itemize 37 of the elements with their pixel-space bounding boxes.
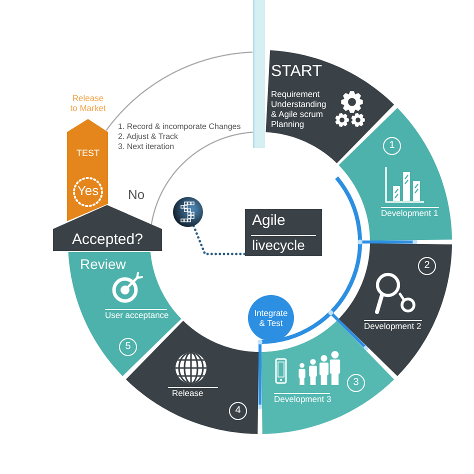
arrow-heading: Release to Market [69,93,107,113]
edge-label: No [128,188,145,202]
step-number: 3 [347,374,365,392]
segment-label: Release [172,389,204,399]
step-number: 5 [119,338,137,356]
step-number: 2 [418,257,436,275]
step-number: 4 [229,402,247,420]
segment-label: Development 1 [381,209,438,219]
ring-segment [338,243,452,377]
arrow-label: TEST [75,148,100,158]
list-item: 3. Next iteration [118,142,174,152]
pixel-sphere [173,197,203,227]
step-number: 1 [383,137,401,155]
ring-segment [125,320,259,434]
list-item: 1. Record & incomporate Changes [118,122,241,132]
answer-text: Yes [76,184,100,199]
segment-label: Development 3 [274,395,332,405]
subtitle-text: livecycle [252,237,305,254]
segment-text: Requirement Understanding & Agile scrum Planning [271,89,328,129]
list-item: 2. Adjust & Track [118,132,178,142]
segment-label: Development 2 [364,322,422,332]
segment-title: Review [80,256,126,272]
ring-segment [338,107,452,241]
upward-arrow [66,92,110,222]
ring-segment [68,252,182,377]
decision-label: Accepted? [71,231,144,248]
dotted-ring [73,177,103,207]
process-circle [248,295,294,341]
vertical-bar [253,0,265,148]
segment-title: START [271,63,322,82]
segment-label: User acceptance [105,311,169,321]
connector-line [106,52,253,131]
connector-line [150,132,253,224]
circle-label: Integrate & Test [253,308,289,328]
title-text: Agile [252,212,286,230]
dotted-line [192,224,246,256]
title-box [245,209,322,256]
